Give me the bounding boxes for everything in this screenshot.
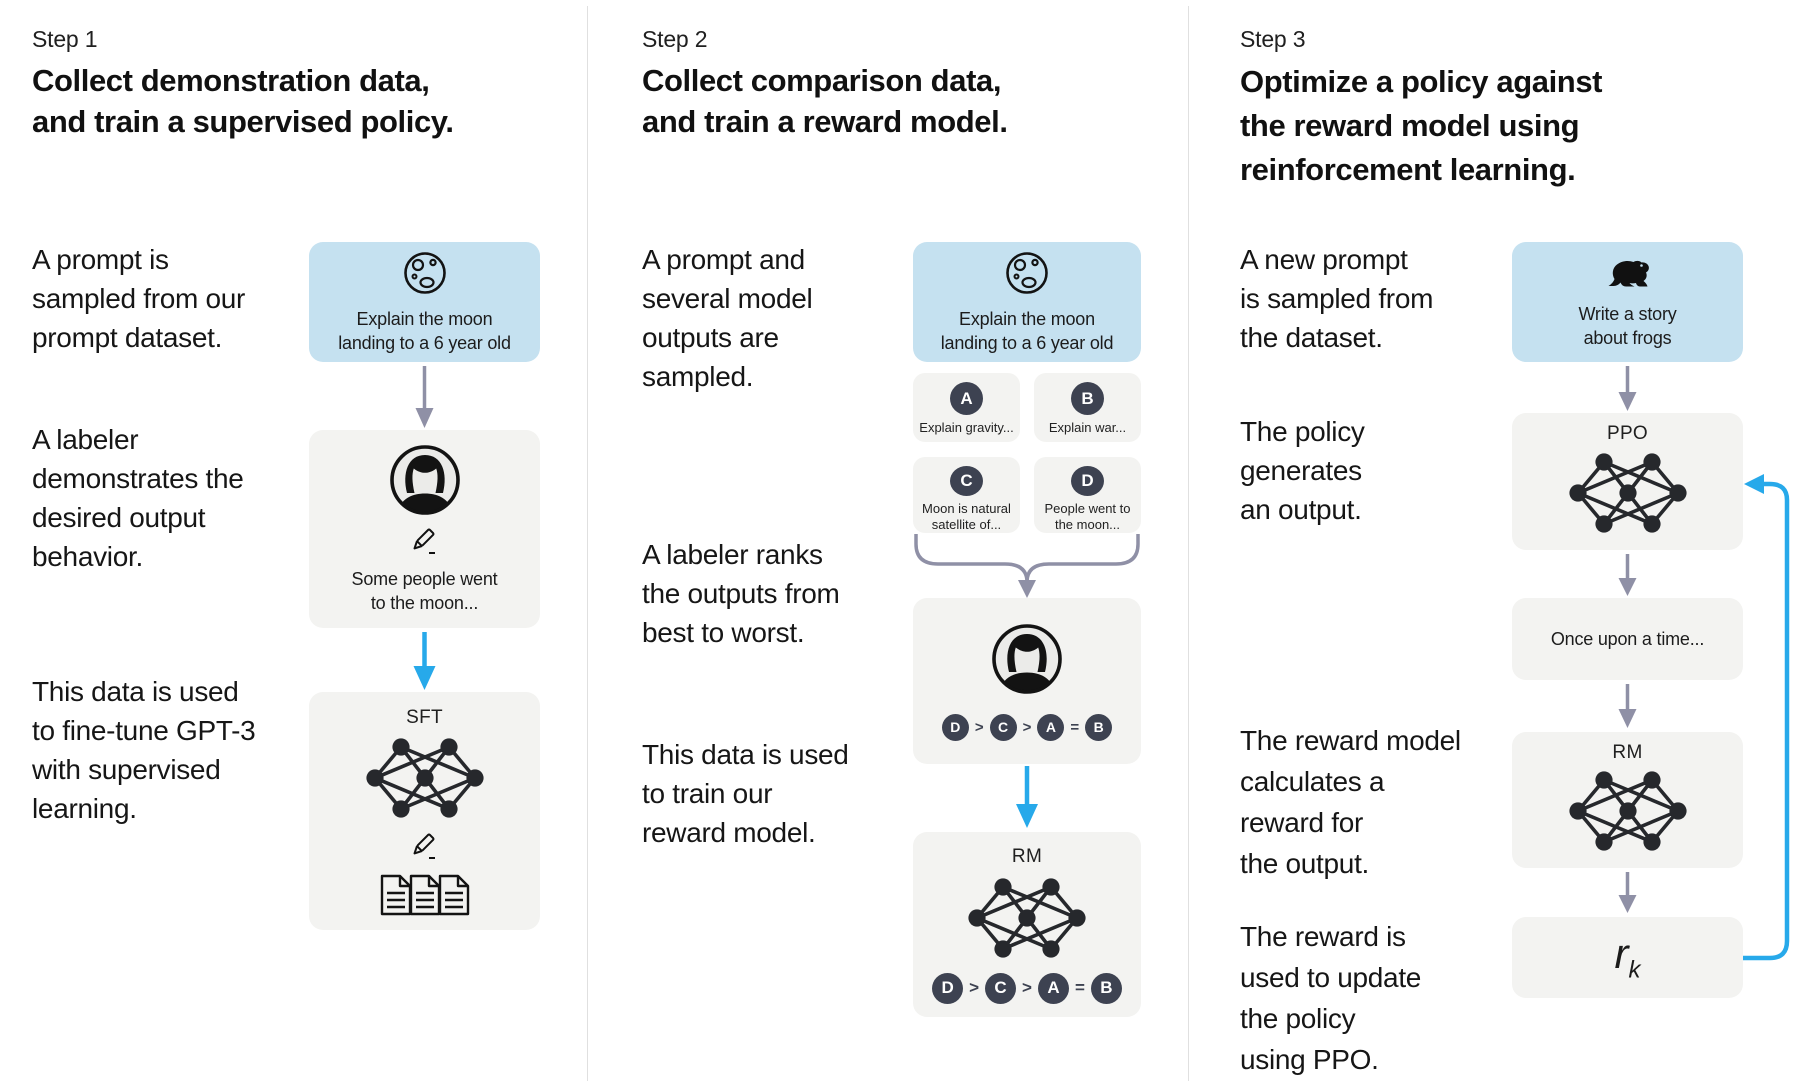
column-divider-2: [1188, 6, 1189, 1081]
pencil-icon: [410, 832, 440, 867]
step1-sft-box: SFT: [309, 692, 540, 930]
arrow-down-blue-icon: [413, 632, 436, 690]
column-divider-1: [587, 6, 588, 1081]
step2-paragraph-2: A labeler ranks the outputs from best to…: [642, 539, 840, 648]
moon-icon: [1004, 250, 1050, 301]
step3-ppo-box: PPO: [1512, 413, 1743, 550]
output-card-a: A Explain gravity...: [913, 373, 1020, 442]
step3-output-box: Once upon a time...: [1512, 598, 1743, 680]
labeler-avatar-icon: [388, 443, 462, 522]
labeler-avatar-icon: [990, 622, 1064, 701]
step3-output-text: Once upon a time...: [1550, 629, 1705, 649]
output-badge-a: A: [950, 382, 983, 415]
step1-prompt-box: Explain the moon landing to a 6 year old: [309, 242, 540, 362]
step1-paragraph-1: A prompt is sampled from our prompt data…: [32, 244, 246, 353]
step2-label: Step 2: [642, 26, 708, 52]
output-badge-b: B: [1071, 382, 1104, 415]
arrow-down-gray-icon: [1618, 684, 1637, 728]
arrow-down-gray-icon: [1618, 366, 1637, 411]
pencil-icon: [410, 527, 440, 562]
rank-chip-b: B: [1090, 972, 1122, 1004]
documents-icon: [379, 874, 471, 916]
output-card-b: B Explain war...: [1034, 373, 1141, 442]
rank-separator: >: [1022, 978, 1032, 997]
step2-paragraph-3: This data is used to train our reward mo…: [642, 739, 849, 848]
step3-rm-box: RM: [1512, 732, 1743, 868]
step1-prompt-text: Explain the moon landing to a 6 year old: [338, 308, 511, 353]
arrow-down-gray-icon: [1618, 554, 1637, 596]
rank-chip-b: B: [1085, 713, 1113, 741]
merge-bracket-icon: [914, 534, 1140, 598]
step2-title: Collect comparison data, and train a rew…: [642, 63, 1008, 139]
ranking-row: D > C > A = B: [932, 972, 1122, 1004]
neural-network-icon: [1567, 769, 1689, 858]
reward-subscript: k: [1628, 956, 1641, 984]
step3-paragraph-2: The policy generates an output.: [1240, 416, 1365, 525]
step3-label: Step 3: [1240, 26, 1306, 52]
rank-chip-d: D: [932, 972, 964, 1004]
reward-value: rk: [1615, 930, 1641, 984]
output-card-c: C Moon is natural satellite of...: [913, 457, 1020, 533]
step1-demonstration-text: Some people went to the moon...: [351, 569, 498, 613]
output-text-c: Moon is natural satellite of...: [922, 501, 1011, 532]
step1-label: Step 1: [32, 26, 98, 52]
step2-prompt-text: Explain the moon landing to a 6 year old: [940, 308, 1114, 353]
rank-chip-a: A: [1037, 713, 1065, 741]
step3-reward-box: rk: [1512, 917, 1743, 998]
step1-labeler-box: Some people went to the moon...: [309, 430, 540, 628]
rank-separator: >: [969, 978, 980, 997]
output-badge-d: D: [1071, 466, 1104, 496]
ppo-model-label: PPO: [1606, 423, 1649, 444]
step3-paragraph-3: The reward model calculates a reward for…: [1240, 725, 1461, 879]
step2-rm-box: RM D > C > A: [913, 832, 1141, 1017]
step1-title: Collect demonstration data, and train a …: [32, 63, 454, 139]
output-text-a: Explain gravity...: [919, 420, 1014, 435]
arrow-down-gray-icon: [1618, 872, 1637, 913]
step3-paragraph-1: A new prompt is sampled from the dataset…: [1240, 244, 1434, 353]
step3-paragraph-4: The reward is used to update the policy …: [1240, 921, 1422, 1075]
neural-network-icon: [364, 736, 486, 825]
sft-model-label: SFT: [406, 706, 443, 728]
rank-chip-c: C: [985, 972, 1017, 1004]
arrow-down-gray-icon: [415, 366, 434, 428]
rank-separator: >: [1022, 718, 1032, 736]
step3-prompt-box: Write a story about frogs: [1512, 242, 1743, 362]
neural-network-icon: [966, 876, 1088, 965]
step2-paragraph-1: A prompt and several model outputs are s…: [642, 244, 813, 392]
output-badge-c: C: [950, 466, 983, 496]
rm-model-label: RM: [1011, 845, 1043, 867]
arrow-down-blue-icon: [1016, 766, 1038, 828]
step1-paragraph-3: This data is used to fine-tune GPT-3 wit…: [32, 676, 256, 824]
step3-prompt-text: Write a story about frogs: [1578, 303, 1677, 348]
rank-chip-d: D: [941, 713, 969, 741]
rm-model-label: RM: [1612, 742, 1643, 763]
output-text-d: People went to the moon...: [1044, 501, 1131, 532]
feedback-loop-arrow-icon: [1743, 474, 1790, 961]
step2-prompt-box: Explain the moon landing to a 6 year old: [913, 242, 1141, 362]
rank-separator: =: [1074, 978, 1085, 997]
neural-network-icon: [1567, 451, 1689, 540]
moon-icon: [402, 250, 448, 301]
reward-symbol: r: [1614, 930, 1629, 978]
step3-title: Optimize a policy against the reward mod…: [1240, 64, 1603, 187]
rank-chip-c: C: [989, 713, 1017, 741]
rank-chip-a: A: [1037, 972, 1069, 1004]
ranking-row: D > C > A = B: [941, 713, 1113, 741]
rank-separator: =: [1070, 718, 1080, 736]
output-text-b: Explain war...: [1048, 420, 1127, 435]
step1-paragraph-2: A labeler demonstrates the desired outpu…: [32, 424, 244, 572]
rank-separator: >: [974, 718, 984, 736]
frog-icon: [1604, 255, 1652, 296]
step2-labeler-box: D > C > A = B: [913, 598, 1141, 764]
output-card-d: D People went to the moon...: [1034, 457, 1141, 533]
